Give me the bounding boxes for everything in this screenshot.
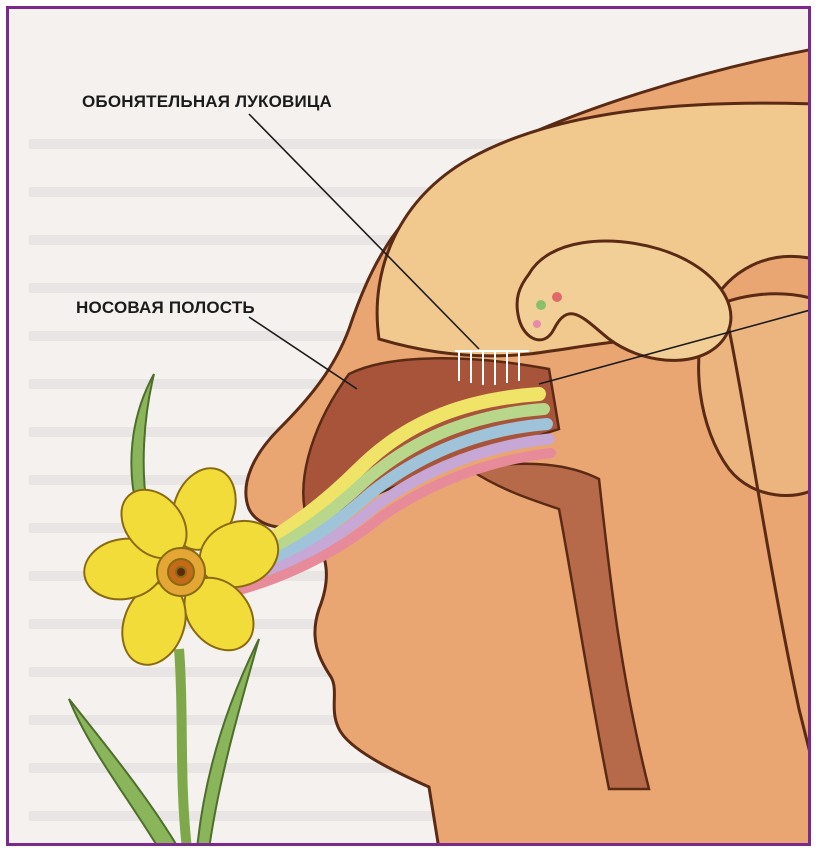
olfactory-bulb-dot-pink [533,320,541,328]
diagram-svg [9,9,811,846]
olfactory-bulb-dot-red [552,292,562,302]
diagram-frame: ОБОНЯТЕЛЬНАЯ ЛУКОВИЦА НОСОВАЯ ПОЛОСТЬ [6,6,811,846]
label-olfactory-bulb: ОБОНЯТЕЛЬНАЯ ЛУКОВИЦА [82,92,332,112]
olfactory-bulb-dot-green [536,300,546,310]
label-nasal-cavity: НОСОВАЯ ПОЛОСТЬ [76,298,255,318]
